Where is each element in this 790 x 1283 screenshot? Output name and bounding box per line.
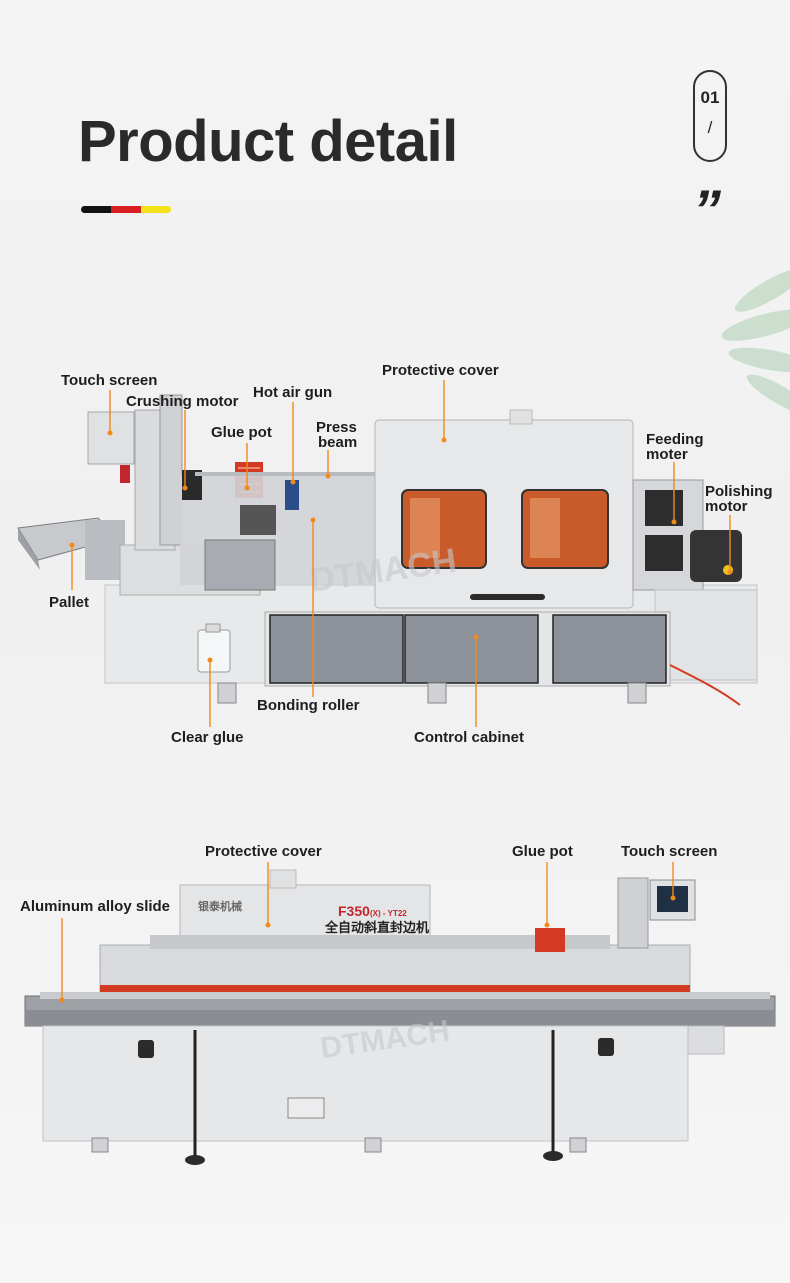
label-control-cabinet: Control cabinet xyxy=(414,729,525,746)
brand-text: 银泰机械 xyxy=(198,899,242,913)
label-polishing-motor-2: motor xyxy=(705,498,748,515)
label-press-beam-1: Press xyxy=(316,419,357,436)
label-clear-glue: Clear glue xyxy=(171,729,244,746)
label-front-protective-cover: Protective cover xyxy=(205,843,322,860)
label-press-beam-2: beam xyxy=(318,434,358,451)
label-front-touch-screen: Touch screen xyxy=(621,843,718,860)
leaf-decoration xyxy=(721,268,790,416)
front-leader-lines xyxy=(59,862,676,1003)
page-divider: / xyxy=(707,118,713,137)
label-polishing-motor-1: Polishing xyxy=(705,483,773,500)
label-glue-pot: Glue pot xyxy=(211,424,272,441)
label-hot-air-gun: Hot air gun xyxy=(253,384,333,401)
label-front-glue-pot: Glue pot xyxy=(512,843,573,860)
page-indicator: 01 / xyxy=(693,70,727,162)
label-crushing-motor: Crushing motor xyxy=(126,393,239,410)
model-text: F350 xyxy=(338,903,370,919)
label-bonding-roller: Bonding roller xyxy=(257,697,360,714)
label-aluminum-alloy-slide: Aluminum alloy slide xyxy=(20,898,171,915)
pallet-shape xyxy=(17,517,125,580)
side-leader-lines xyxy=(69,380,733,727)
label-touch-screen: Touch screen xyxy=(61,372,158,389)
label-feeding-moter-1: Feeding xyxy=(646,431,704,448)
label-protective-cover: Protective cover xyxy=(382,362,499,379)
page-title: Product detail xyxy=(78,109,458,174)
model-suffix: (X) - YT22 xyxy=(370,909,407,918)
page-number: 01 xyxy=(700,88,720,107)
flag-color-bar xyxy=(81,206,171,213)
label-feeding-moter-2: moter xyxy=(646,446,688,463)
label-pallet: Pallet xyxy=(49,594,90,611)
model-subtitle: 全自动斜直封边机 xyxy=(324,920,429,936)
